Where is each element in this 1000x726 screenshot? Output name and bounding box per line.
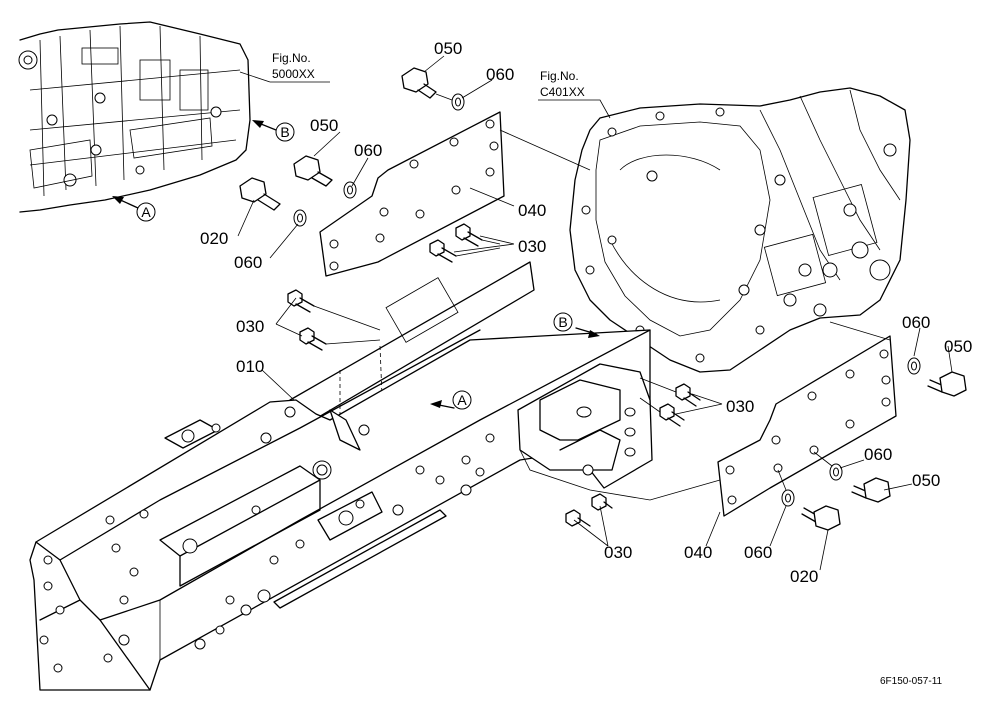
label-060-top: 060 [486, 65, 514, 84]
label-020-right: 020 [790, 567, 818, 586]
marker-a-frame: A [430, 390, 472, 410]
label-060-right-top: 060 [902, 313, 930, 332]
marker-b-label-frame: B [558, 314, 567, 330]
callout-labels: 050 060 050 060 040 020 060 030 030 010 … [200, 39, 972, 586]
fig-ref-engine-line1: Fig.No. [272, 51, 311, 65]
figure-ref-transmission: Fig.No. C401XX [538, 69, 611, 119]
label-030-right: 030 [726, 397, 754, 416]
label-050-right-top: 050 [944, 337, 972, 356]
label-060-right-mid: 060 [864, 445, 892, 464]
figure-ref-engine: Fig.No. 5000XX [239, 51, 330, 83]
marker-b-frame: B [553, 312, 600, 338]
bolt-020-upper-left [239, 177, 307, 227]
label-040-lower: 040 [684, 543, 712, 562]
bolt-050-upper-left [293, 155, 357, 199]
marker-a-label-engine: A [141, 204, 151, 220]
label-050-top: 050 [434, 39, 462, 58]
marker-a-label-frame: A [457, 392, 467, 408]
label-030-lower: 030 [604, 543, 632, 562]
callout-leaders [237, 55, 953, 571]
label-010: 010 [236, 357, 264, 376]
bolts-030-lower [565, 493, 613, 527]
bolt-050-top [401, 67, 465, 111]
marker-b-engine: B [252, 120, 295, 142]
bolt-050-right-mid [813, 451, 891, 503]
frame-010 [29, 261, 651, 691]
plate-040-left [319, 111, 591, 277]
label-060-lower-left: 060 [234, 253, 262, 272]
label-020-upper-left: 020 [200, 229, 228, 248]
label-060-upper-left: 060 [354, 141, 382, 160]
label-030-upper: 030 [518, 237, 546, 256]
label-050-upper-left: 050 [310, 116, 338, 135]
fig-ref-engine-line2: 5000XX [272, 67, 315, 81]
marker-a-engine: A [112, 196, 156, 222]
engine-block [18, 21, 251, 213]
label-050-right-mid: 050 [912, 471, 940, 490]
fig-ref-transmission-line1: Fig.No. [540, 69, 579, 83]
label-060-bottom: 060 [744, 543, 772, 562]
drawing-code: 6F150-057-11 [880, 676, 943, 687]
fig-ref-transmission-line2: C401XX [540, 85, 585, 99]
mount-bracket [517, 363, 721, 501]
marker-b-label-engine: B [280, 124, 289, 140]
bolts-030-right [639, 377, 701, 427]
bolt-020-right [777, 469, 841, 531]
plate-040-right [717, 321, 897, 517]
label-040-upper: 040 [518, 201, 546, 220]
transmission-housing [569, 87, 911, 373]
bolts-030-upper [287, 223, 501, 351]
label-030-left: 030 [236, 317, 264, 336]
bolt-050-right-top [907, 357, 967, 397]
